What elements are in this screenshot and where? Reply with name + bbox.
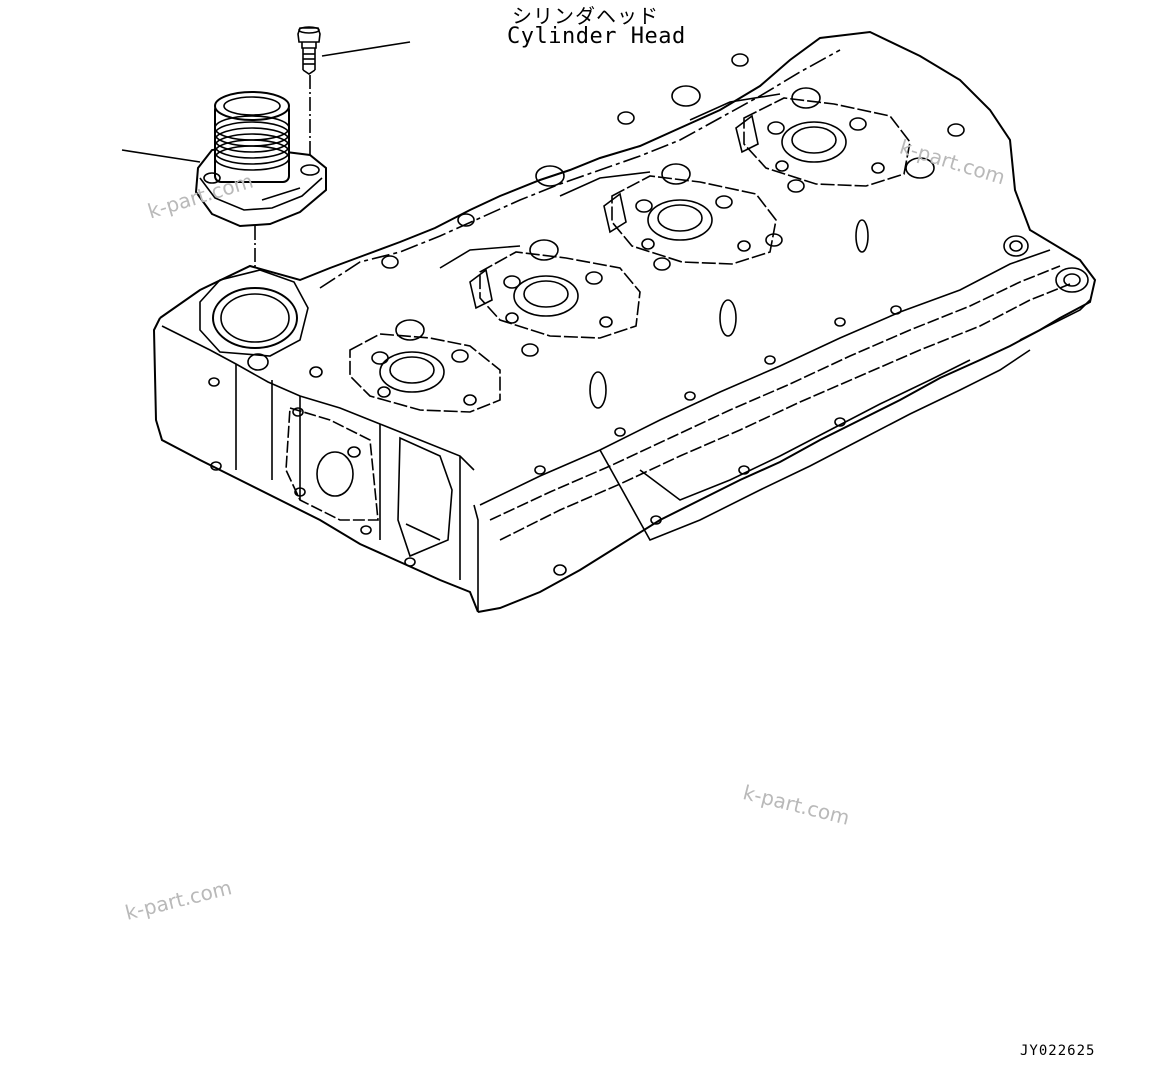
bolt: [297, 26, 321, 160]
cylinder-head: [152, 30, 1097, 613]
part-name-english: Cylinder Head: [507, 24, 686, 49]
leader-line-bolt: [321, 41, 411, 57]
port-2: [479, 239, 641, 339]
drawing-code: JY022625: [1020, 1043, 1096, 1059]
port-3: [611, 163, 777, 265]
part-name-japanese: シリンダヘッド: [512, 4, 659, 28]
water-outlet-housing: [194, 91, 327, 268]
port-1: [349, 319, 501, 413]
port-4: [743, 87, 911, 187]
leader-line-housing: [121, 149, 201, 163]
